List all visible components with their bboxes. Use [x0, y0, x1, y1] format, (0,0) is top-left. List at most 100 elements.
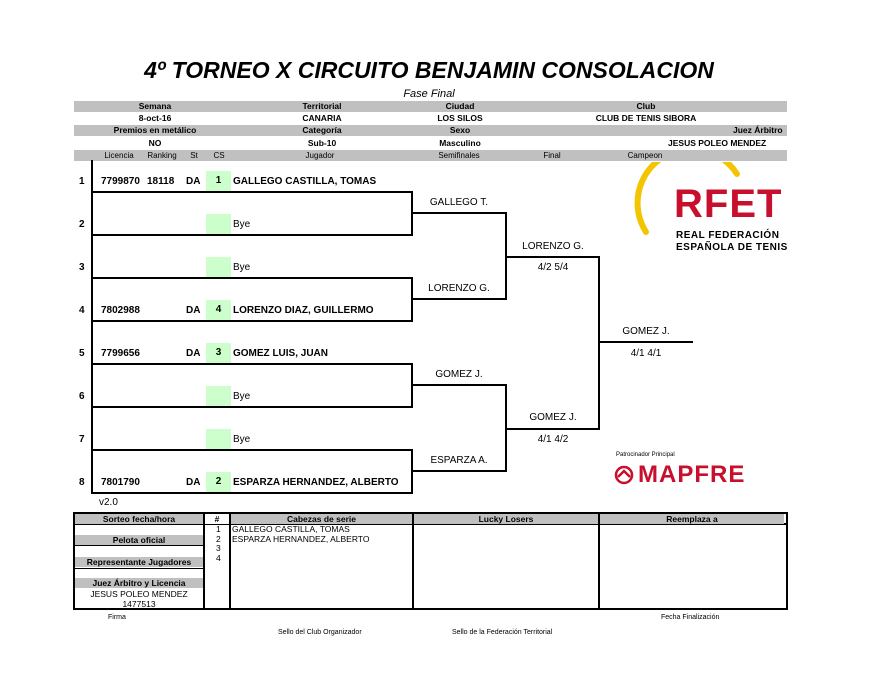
draw-seed-cell — [206, 429, 231, 449]
bracket-final-connector — [598, 256, 600, 430]
bracket-semi-line-1 — [412, 212, 507, 214]
col-licencia: Licencia — [104, 151, 134, 160]
draw-bye: Bye — [233, 262, 251, 273]
draw-bye: Bye — [233, 219, 251, 230]
final-name-2: GOMEZ J. — [529, 412, 577, 423]
sello-club-label: Sello del Club Organizador — [278, 629, 362, 636]
territorial-label: Territorial — [302, 101, 342, 111]
semi-name-3: GOMEZ J. — [435, 369, 483, 380]
rfet-line2: ESPAÑOLA DE TENIS — [676, 242, 788, 253]
info-band-2 — [74, 125, 787, 136]
seed-number: 4 — [216, 552, 221, 563]
draw-row-number: 6 — [79, 391, 85, 402]
mapfre-wordmark: MAPFRE — [638, 461, 746, 488]
page-title: 4º TORNEO X CIRCUITO BENJAMIN CONSOLACIO… — [144, 57, 714, 83]
bracket-semi-line-4 — [412, 470, 507, 472]
footer-table — [73, 512, 788, 610]
draw-row-number: 5 — [79, 348, 85, 359]
col-campeon: Campeon — [627, 151, 663, 160]
champion-name: GOMEZ J. — [622, 326, 670, 337]
draw-row-line — [91, 191, 413, 193]
footer-divider-4 — [598, 512, 600, 608]
sponsor-label: Patrocinador Principal — [616, 452, 675, 458]
draw-row-number: 1 — [79, 176, 85, 187]
footer-header-divider — [73, 523, 788, 525]
draw-seed-cell: 2 — [206, 472, 231, 492]
premios-value: NO — [148, 138, 162, 148]
draw-status: DA — [186, 348, 201, 359]
col-ranking: Ranking — [147, 151, 177, 160]
rfet-letters: RFET — [674, 182, 783, 226]
draw-seed-cell — [206, 386, 231, 406]
draw-licencia: 7801790 — [101, 477, 140, 488]
draw-player-name: ESPARZA HERNANDEZ, ALBERTO — [233, 477, 399, 488]
draw-row-line — [91, 277, 413, 279]
draw-row-line — [91, 234, 413, 236]
seed-player-name: ESPARZA HERNANDEZ, ALBERTO — [232, 533, 370, 544]
draw-ranking: 18118 — [147, 176, 175, 187]
draw-row-line — [91, 406, 413, 408]
final-name-1: LORENZO G. — [522, 241, 584, 252]
info-band-3 — [74, 150, 787, 161]
ciudad-value: LOS SILOS — [437, 113, 483, 123]
col-cs: CS — [213, 151, 225, 160]
mapfre-logo: MAPFRE — [614, 462, 784, 488]
draw-row-number: 4 — [79, 305, 85, 316]
footer-representante-label: Representante Jugadores — [75, 557, 203, 567]
page-subtitle: Fase Final — [403, 88, 455, 100]
bracket-champion-line — [599, 341, 693, 343]
semi-name-1: GALLEGO T. — [429, 197, 489, 208]
final-score-1: 4/2 5/4 — [537, 262, 569, 273]
draw-row-number: 7 — [79, 434, 85, 445]
ciudad-label: Ciudad — [445, 101, 475, 111]
version-label: v2.0 — [99, 497, 118, 508]
bracket-semi-line-2 — [412, 298, 507, 300]
draw-seed-cell: 3 — [206, 343, 231, 363]
club-value: CLUB DE TENIS SIBORA — [595, 113, 697, 123]
rfet-line1: REAL FEDERACIÓN — [676, 230, 780, 241]
footer-lucky-label: Lucky Losers — [414, 514, 598, 524]
draw-row-line — [91, 363, 413, 365]
bracket-final-line-2 — [506, 428, 600, 430]
footer-divider-1 — [203, 512, 205, 608]
footer-juez-licencia-label: Juez Árbitro y Licencia — [75, 578, 203, 588]
draw-bye: Bye — [233, 434, 251, 445]
categoria-label: Categoría — [302, 125, 342, 135]
mapfre-emblem-icon — [614, 465, 634, 485]
footer-juez-name: JESUS POLEO MENDEZ — [90, 589, 188, 599]
draw-status: DA — [186, 477, 201, 488]
footer-reemplaza-label: Reemplaza a — [600, 514, 784, 524]
seed-number: 2 — [216, 533, 221, 544]
footer-divider-2 — [229, 512, 231, 608]
bracket-final-line-1 — [506, 256, 600, 258]
col-final: Final — [543, 151, 561, 160]
territorial-value: CANARIA — [302, 113, 342, 123]
draw-player-name: GOMEZ LUIS, JUAN — [233, 348, 329, 359]
draw-seed-cell: 4 — [206, 300, 231, 320]
final-score-2: 4/1 4/2 — [537, 434, 569, 445]
seed-number: 1 — [216, 524, 221, 534]
seed-number: 3 — [216, 543, 221, 553]
juez-value: JESUS POLEO MENDEZ — [668, 138, 767, 148]
sello-federacion-label: Sello de la Federación Territorial — [452, 629, 553, 636]
footer-pelota-label: Pelota oficial — [75, 535, 203, 545]
col-st: St — [190, 151, 198, 160]
draw-licencia: 7799870 — [101, 176, 140, 187]
col-jugador: Jugador — [305, 151, 335, 160]
premios-label: Premios en metálico — [113, 125, 197, 135]
draw-row-line — [91, 492, 413, 494]
draw-status: DA — [186, 176, 201, 187]
semana-value: 8-oct-16 — [138, 113, 172, 123]
draw-status: DA — [186, 305, 201, 316]
footer-juez-num: 1477513 — [122, 599, 156, 609]
info-band-1 — [74, 101, 787, 112]
draw-player-name: GALLEGO CASTILLA, TOMAS — [233, 176, 377, 187]
sexo-value: Masculino — [439, 138, 481, 148]
draw-licencia: 7802988 — [101, 305, 140, 316]
juez-label: Juez Árbitro — [733, 125, 783, 135]
draw-bye: Bye — [233, 391, 251, 402]
footer-divider-3 — [412, 512, 414, 608]
firma-label: Firma — [108, 614, 126, 621]
draw-seed-cell: 1 — [206, 171, 231, 191]
club-label: Club — [636, 101, 656, 111]
